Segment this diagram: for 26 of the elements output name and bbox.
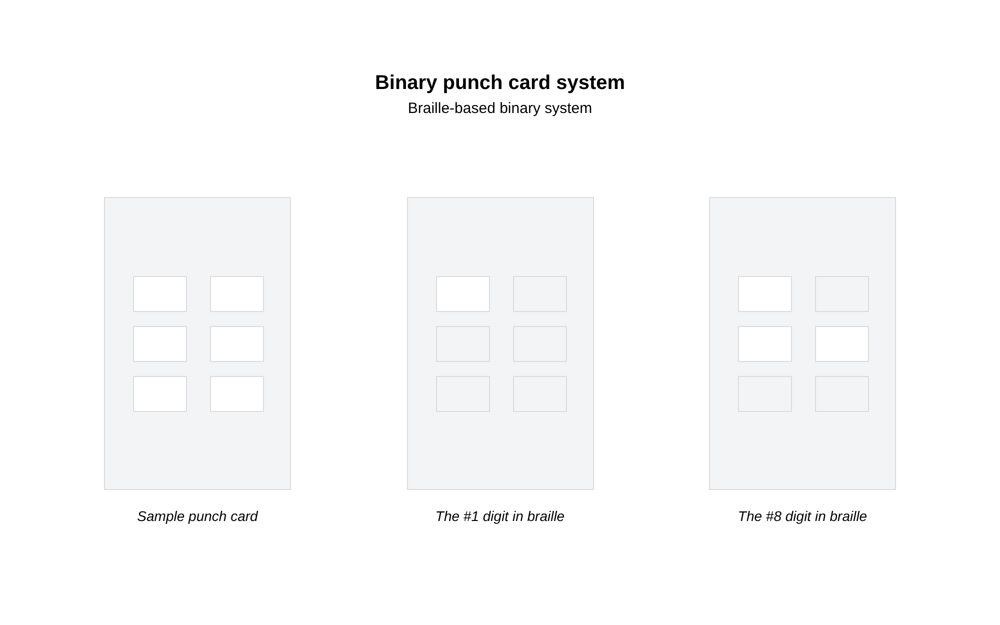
subtitle: Braille-based binary system [408,100,592,118]
punched-hole [738,326,792,362]
punch-card [709,197,896,490]
punched-hole [133,326,187,362]
unpunched-hole [512,326,566,362]
card-caption: Sample punch card [137,508,258,525]
punched-hole [738,276,792,312]
punch-card [104,197,291,490]
punched-hole [133,376,187,412]
punched-hole [210,376,264,412]
unpunched-hole [436,376,490,412]
title: Binary punch card system [374,71,626,95]
punched-hole [815,326,869,362]
unpunched-hole [436,326,490,362]
unpunched-hole [815,276,869,312]
unpunched-hole [738,376,792,412]
unpunched-hole [512,376,566,412]
card-caption: The #8 digit in braille [738,508,868,525]
punched-hole [210,326,264,362]
punched-hole [210,276,264,312]
unpunched-hole [512,276,566,312]
unpunched-hole [815,376,869,412]
card-caption: The #1 digit in braille [435,508,565,525]
punched-hole [133,276,187,312]
punch-card [406,197,594,490]
punched-hole [436,276,490,312]
